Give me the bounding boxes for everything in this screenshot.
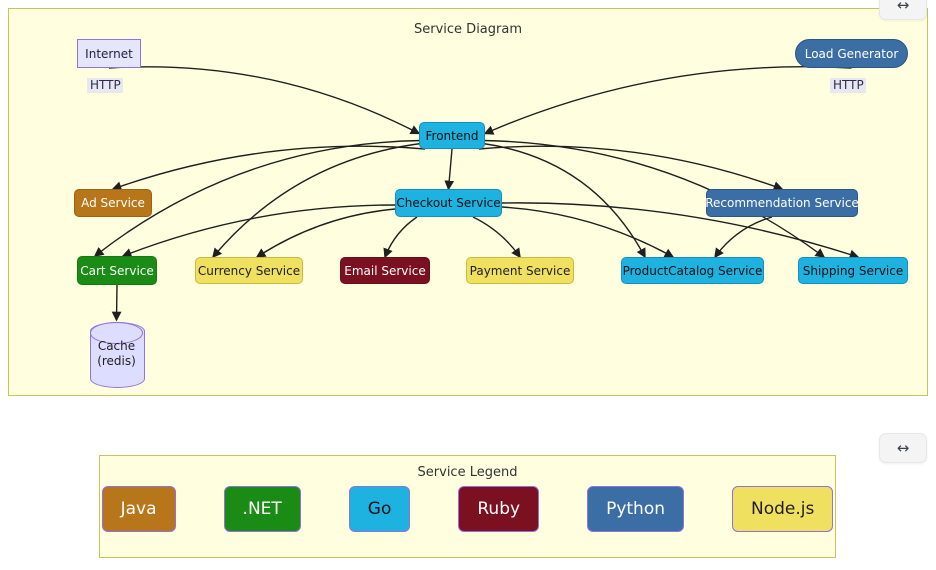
- node-label: Payment Service: [469, 263, 571, 278]
- edge-frontend-checkout: [444, 148, 455, 191]
- horizontal-resize-icon-bottom[interactable]: ↔: [879, 433, 927, 463]
- legend-chip-java[interactable]: Java: [101, 486, 176, 532]
- edge-recommendation-productcatalog: [714, 216, 773, 259]
- legend-chip-label: Java: [120, 499, 157, 519]
- service-diagram-panel: Service Diagram HTTP HTTP Internet Load Ge…: [8, 8, 928, 396]
- node-label: Frontend: [425, 128, 479, 143]
- diagram-edge-layer: HTTP HTTP: [87, 66, 866, 322]
- horizontal-resize-glyph: ↔: [896, 438, 910, 457]
- edge-label-text: HTTP: [833, 78, 864, 92]
- legend-chip-label: .NET: [242, 499, 282, 519]
- node-shipping[interactable]: Shipping Service: [798, 257, 908, 284]
- edge-label-text: HTTP: [90, 78, 121, 92]
- node-label: Cache(redis): [97, 339, 136, 369]
- edge-label-background: [830, 78, 866, 93]
- edge-label-background: [87, 78, 123, 93]
- legend-chip-ruby[interactable]: Ruby: [458, 486, 540, 532]
- edge-checkout-currency: [255, 208, 396, 258]
- node-label: Internet: [85, 46, 133, 61]
- edge-label-internet-http: HTTP: [87, 78, 123, 93]
- edge-frontend-cart: [93, 139, 422, 257]
- node-recommendation[interactable]: Recommendation Service: [705, 189, 859, 217]
- legend-chip-go[interactable]: Go: [348, 486, 411, 532]
- edge-frontend-shipping: [482, 139, 826, 258]
- node-currency[interactable]: Currency Service: [195, 257, 303, 284]
- edge-label-loadgen-http: HTTP: [830, 78, 866, 93]
- node-email[interactable]: Email Service: [340, 257, 430, 284]
- page-title: Service Diagram: [414, 22, 522, 37]
- node-internet[interactable]: Internet: [77, 39, 141, 68]
- node-productcatalog[interactable]: ProductCatalog Service: [621, 257, 764, 284]
- edge-checkout-cart: [121, 204, 396, 258]
- node-label: Recommendation Service: [705, 196, 859, 210]
- edge-frontend-currency: [212, 142, 422, 259]
- legend-chip-python[interactable]: Python: [587, 486, 684, 532]
- edge-internet-frontend: [108, 66, 421, 135]
- node-label: ProductCatalog Service: [622, 263, 763, 278]
- cache-label-line1: Cache: [97, 339, 136, 353]
- node-label: Currency Service: [197, 263, 301, 278]
- node-cache[interactable]: Cache(redis): [90, 322, 145, 388]
- node-checkout[interactable]: Checkout Service: [395, 189, 502, 217]
- node-adservice[interactable]: Ad Service: [74, 189, 152, 217]
- node-label: Ad Service: [81, 196, 145, 210]
- legend-chip--net[interactable]: .NET: [223, 486, 301, 532]
- legend-chip-label: Ruby: [477, 499, 521, 519]
- legend-chip-label: Go: [367, 499, 392, 519]
- edge-cart-cache: [111, 284, 122, 322]
- node-label: Cart Service: [80, 263, 154, 278]
- edge-checkout-productcatalog: [501, 206, 675, 258]
- horizontal-resize-icon-top[interactable]: ↔: [879, 0, 927, 20]
- legend-chip-label: Python: [606, 499, 665, 519]
- legend-chip-node-js[interactable]: Node.js: [732, 486, 834, 532]
- node-label: Checkout Service: [396, 196, 501, 210]
- edge-checkout-payment: [472, 216, 521, 259]
- node-label: Email Service: [344, 263, 426, 278]
- node-label: Shipping Service: [802, 263, 904, 278]
- legend-chip-label: Node.js: [751, 499, 815, 519]
- edge-checkout-shipping: [501, 202, 860, 260]
- cylinder-top: [90, 322, 143, 344]
- node-label: Load Generator: [804, 46, 899, 61]
- horizontal-resize-glyph: ↔: [896, 0, 910, 14]
- edge-frontend-adservice: [111, 145, 426, 191]
- node-payment[interactable]: Payment Service: [466, 257, 574, 284]
- legend-item-list: Java .NET Go Ruby Python Node.js: [100, 486, 835, 532]
- edge-frontend-recommendation: [478, 145, 784, 191]
- legend-title: Service Legend: [417, 465, 518, 480]
- edge-frontend-productcatalog: [482, 142, 646, 259]
- service-legend-panel: Service Legend Java .NET Go Ruby Python Node.…: [99, 455, 836, 558]
- cache-label-line2: (redis): [97, 354, 136, 368]
- edge-loadgen-frontend: [483, 66, 852, 135]
- node-frontend[interactable]: Frontend: [419, 122, 485, 149]
- node-loadgen[interactable]: Load Generator: [795, 39, 908, 68]
- edge-checkout-email: [383, 216, 418, 259]
- node-cart[interactable]: Cart Service: [77, 256, 157, 285]
